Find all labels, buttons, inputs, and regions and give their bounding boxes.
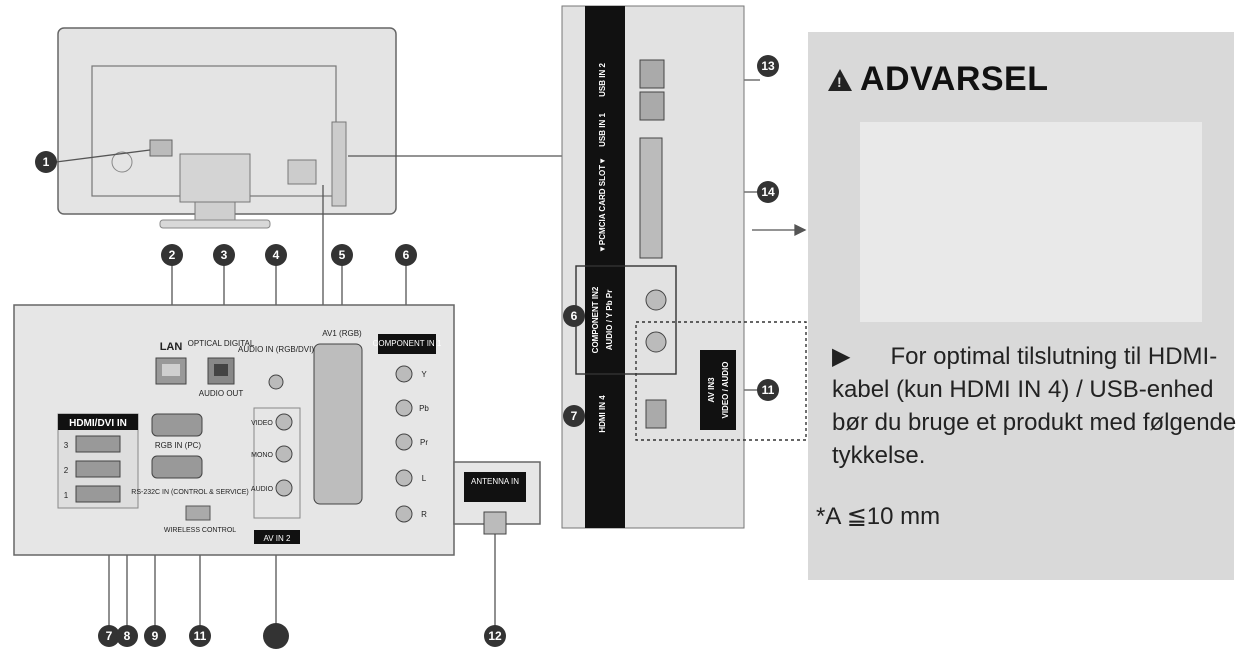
- pcmcia-label: ▼PCMCIA CARD SLOT▼: [598, 157, 607, 253]
- callout-13: [757, 55, 779, 77]
- cable-illustration: [860, 122, 1202, 322]
- av-in3-label: AV IN3: [707, 377, 716, 403]
- callout-7: [98, 625, 120, 647]
- optical-port: [207, 357, 235, 385]
- hdmi-group: [57, 413, 139, 509]
- comp-y: Y: [421, 370, 427, 379]
- comp-r: R: [421, 510, 427, 519]
- warning-title-text: ADVARSEL: [860, 60, 1049, 98]
- callout-text-6: 6: [403, 248, 410, 262]
- callout-text-12: 12: [488, 629, 502, 643]
- callout-3: [213, 244, 235, 266]
- comp-pr: Pr: [420, 438, 428, 447]
- component-in1: [378, 334, 436, 523]
- usb2-label: USB IN 2: [598, 63, 607, 97]
- audio-in-label: AUDIO IN (RGB/DVI): [238, 345, 314, 354]
- warning-text: ▶For optimal tilslutning til HDMI-kabel …: [832, 340, 1252, 472]
- rgb-ports: [151, 413, 211, 521]
- av-in2-label: AV IN 2: [264, 534, 292, 543]
- callout-text-9: 9: [152, 629, 159, 643]
- wireless-label: WIRELESS CONTROL: [164, 527, 236, 534]
- side-text: USB IN 2 USB IN 1 ▼PCMCIA CARD SLOT▼ COM…: [591, 63, 614, 433]
- callout-6b: [563, 305, 585, 327]
- comp-pb: Pb: [419, 404, 429, 413]
- callout-text-5: 5: [339, 248, 346, 262]
- callout-text-2: 2: [169, 248, 176, 262]
- callout-11: [189, 625, 211, 647]
- callout-text-8: 8: [124, 629, 131, 643]
- rgb-in-label: RGB IN (PC): [155, 441, 202, 450]
- audio-y-label: AUDIO / Y Pb Pr: [605, 290, 614, 351]
- callout-4: [265, 244, 287, 266]
- callout-numbers: 1 2 3 4 5 6 6 7 7 8 9 11 12 13 14 11: [43, 59, 775, 643]
- callout-9: [144, 625, 166, 647]
- callout-2: [161, 244, 183, 266]
- callout-text-14: 14: [761, 185, 775, 199]
- callout-7b: [563, 405, 585, 427]
- hdmi-num-1: 1: [64, 491, 69, 500]
- callout-blank: [263, 623, 289, 649]
- panel-text: LAN OPTICAL DIGITAL AUDIO OUT AUDIO IN (…: [64, 329, 519, 543]
- warning-body: For optimal tilslutning til HDMI-kabel (…: [832, 343, 1237, 469]
- audio-in-jack: [268, 374, 284, 390]
- antenna-label: ANTENNA IN: [471, 477, 519, 486]
- warning-title: ADVARSEL: [828, 60, 1049, 99]
- hdmi-num-2: 2: [64, 466, 69, 475]
- callout-8: [116, 625, 138, 647]
- av-in2-jacks: [253, 407, 301, 544]
- antenna-port: [464, 472, 526, 535]
- callout-text-7b: 7: [571, 409, 578, 423]
- callout-12: [484, 625, 506, 647]
- callout-text-3: 3: [221, 248, 228, 262]
- callout-text-7: 7: [106, 629, 113, 643]
- video-label: VIDEO: [251, 420, 273, 427]
- callout-1: [35, 151, 57, 173]
- comp-l: L: [422, 474, 427, 483]
- callout-11b: [757, 379, 779, 401]
- scart-port: [313, 343, 363, 505]
- optical-label: OPTICAL DIGITAL: [188, 339, 255, 348]
- side-text-dark: AV IN3 VIDEO / AUDIO: [700, 350, 736, 430]
- audio-label: AUDIO: [251, 486, 274, 493]
- lan-port: [155, 357, 187, 385]
- tv-back: [57, 27, 397, 229]
- lan-label: LAN: [160, 341, 183, 353]
- warning-note: *A ≦10 mm: [816, 503, 941, 530]
- side-panel: [561, 5, 807, 529]
- callout-text-1: 1: [43, 155, 50, 169]
- callout-text-11: 11: [194, 629, 207, 643]
- av1-label: AV1 (RGB): [322, 329, 362, 338]
- callout-text-11b: 11: [762, 383, 775, 397]
- warning-box: ADVARSEL ▶For optimal tilslutning til HD…: [808, 32, 1236, 580]
- mono-label: MONO: [251, 452, 273, 459]
- component-in2-label: COMPONENT IN2: [591, 286, 600, 353]
- callout-text-4: 4: [273, 248, 280, 262]
- bullet-icon: ▶: [832, 343, 851, 370]
- callout-6: [395, 244, 417, 266]
- callout-text-6b: 6: [571, 309, 578, 323]
- callout-14: [757, 181, 779, 203]
- hdmi-dvi-label: HDMI/DVI IN: [69, 418, 127, 429]
- rs232c-label: RS-232C IN (CONTROL & SERVICE): [131, 489, 248, 496]
- component-in1-label: COMPONENT IN 1: [373, 339, 442, 348]
- hdmi-num-3: 3: [64, 441, 69, 450]
- callouts: [35, 55, 779, 649]
- usb1-label: USB IN 1: [598, 113, 607, 147]
- warning-triangle-icon: [828, 68, 852, 91]
- callout-text-13: 13: [761, 59, 775, 73]
- hdmi4-label: HDMI IN 4: [598, 395, 607, 433]
- video-audio-label: VIDEO / AUDIO: [721, 361, 730, 418]
- callout-5: [331, 244, 353, 266]
- audio-out-label: AUDIO OUT: [199, 389, 244, 398]
